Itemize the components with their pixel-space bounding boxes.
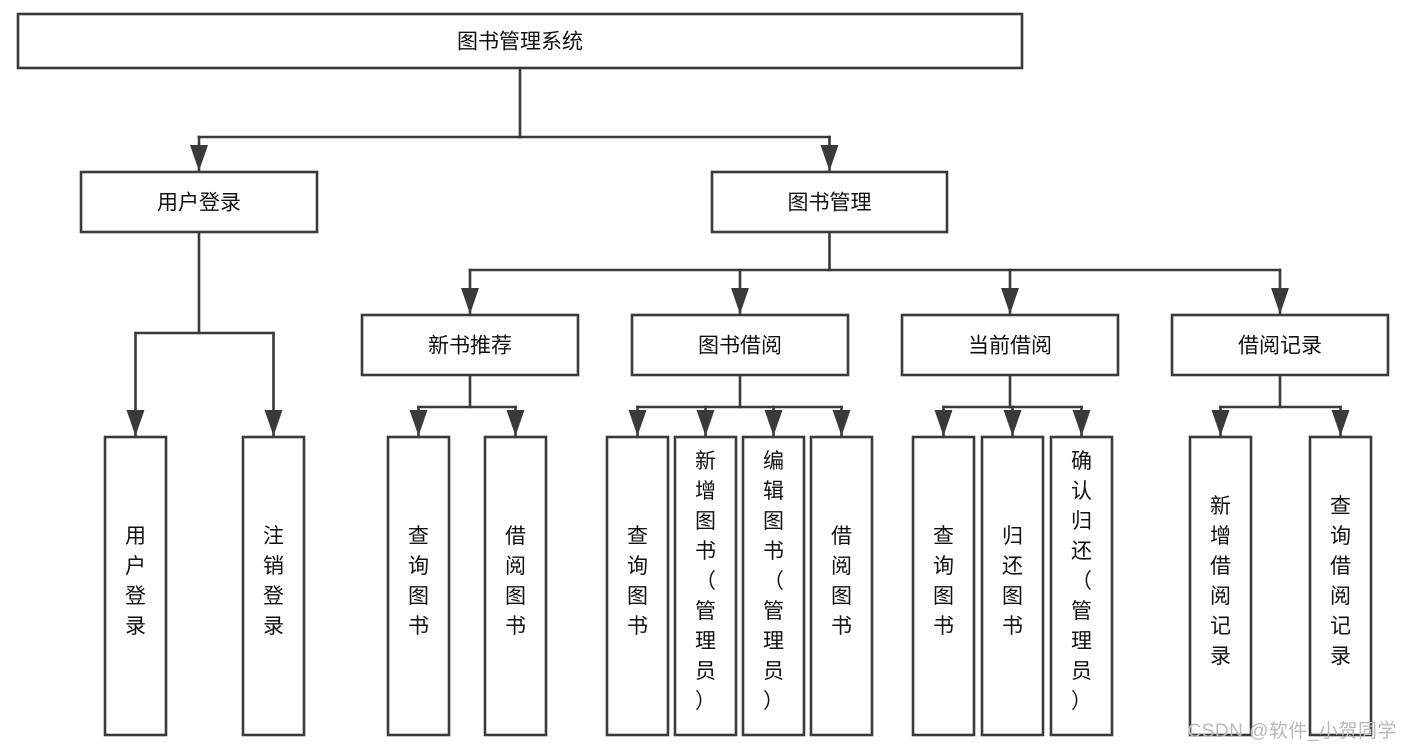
leaf-node-借阅图书-7[interactable]: 借阅图书 [809,435,874,737]
node-label: 查询图书 [627,525,648,638]
leaf-node-借阅图书-3[interactable]: 借阅图书 [483,435,548,737]
node-box [741,435,806,737]
node-label: 注销登录 [263,525,284,638]
node-label: 用户登录 [125,525,146,638]
leaf-node-注销登录-1[interactable]: 注销登录 [241,435,306,737]
node-label: 查询图书 [933,525,954,638]
level3-node-借阅记录-3[interactable]: 借阅记录 [1170,313,1390,377]
leaf-node-查询图书-8[interactable]: 查询图书 [911,435,976,737]
node-label: 借阅图书 [831,525,852,638]
leaf-node-确认归还管理员-10[interactable]: 确认归还（管理员） [1049,435,1114,737]
node-box [900,313,1120,377]
arrow-head-icon [1211,410,1230,436]
node-label: 查询借阅记录 [1330,495,1351,668]
node-box [630,313,850,377]
node-label: 新增借阅记录 [1210,495,1231,668]
node-layer: 图书管理系统用户登录图书管理新书推荐图书借阅当前借阅借阅记录用户登录注销登录查询… [16,12,1390,737]
node-box [605,435,670,737]
arrow-head-icon [1001,288,1019,314]
arrow-head-icon [506,410,525,436]
leaf-node-新增图书管理员-5[interactable]: 新增图书（管理员） [673,435,738,737]
node-box [360,313,580,377]
node-label: 用户登录 [157,192,241,215]
node-label: 确认归还（管理员） [1071,450,1092,713]
leaf-node-查询图书-4[interactable]: 查询图书 [605,435,670,737]
arrow-head-icon [1003,410,1022,436]
node-label: 图书借阅 [698,335,782,358]
node-label: 查询图书 [408,525,429,638]
node-box [16,12,1024,70]
arrow-head-icon [820,145,839,171]
arrow-head-icon [832,410,851,436]
leaf-node-用户登录-0[interactable]: 用户登录 [103,435,168,737]
connector-layer [126,66,1350,438]
level3-node-新书推荐-0[interactable]: 新书推荐 [360,313,580,377]
arrow-head-icon [934,410,953,436]
arrow-head-icon [764,410,783,436]
arrow-head-icon [1072,410,1091,436]
arrow-head-icon [731,288,749,314]
leaf-node-编辑图书管理员-6[interactable]: 编辑图书（管理员） [741,435,806,737]
arrow-head-icon [696,410,715,436]
leaf-node-查询借阅记录-12[interactable]: 查询借阅记录 [1308,435,1373,737]
node-box [980,435,1045,737]
node-box [710,170,949,234]
arrow-head-icon [264,410,283,436]
node-label: 编辑图书（管理员） [763,450,784,713]
node-box [483,435,548,737]
node-box [1188,435,1253,737]
node-box [809,435,874,737]
node-label: 图书管理系统 [457,31,583,54]
level3-node-当前借阅-2[interactable]: 当前借阅 [900,313,1120,377]
node-label: 新书推荐 [428,335,512,358]
level3-node-图书借阅-1[interactable]: 图书借阅 [630,313,850,377]
level2-node-用户登录-0[interactable]: 用户登录 [79,170,319,234]
node-box [911,435,976,737]
node-box [386,435,451,737]
node-box [673,435,738,737]
node-box [1170,313,1390,377]
arrow-head-icon [409,410,428,436]
node-label: 借阅图书 [505,525,526,638]
node-box [79,170,319,234]
node-box [103,435,168,737]
node-label: 图书管理 [788,192,872,215]
leaf-node-新增借阅记录-11[interactable]: 新增借阅记录 [1188,435,1253,737]
arrow-head-icon [190,145,208,171]
level2-node-图书管理-1[interactable]: 图书管理 [710,170,949,234]
arrow-head-icon [461,288,479,314]
node-label: 新增图书（管理员） [695,450,716,713]
node-box [1308,435,1373,737]
leaf-node-查询图书-2[interactable]: 查询图书 [386,435,451,737]
node-label: 归还图书 [1002,525,1023,638]
arrow-head-icon [1271,288,1289,314]
arrow-head-icon [628,410,647,436]
node-label: 当前借阅 [968,335,1052,358]
node-box [241,435,306,737]
node-label: 借阅记录 [1238,335,1322,358]
node-box [1049,435,1114,737]
root-node-图书管理系统[interactable]: 图书管理系统 [16,12,1024,70]
arrow-head-icon [1331,410,1350,436]
arrow-head-icon [126,410,145,436]
leaf-node-归还图书-9[interactable]: 归还图书 [980,435,1045,737]
